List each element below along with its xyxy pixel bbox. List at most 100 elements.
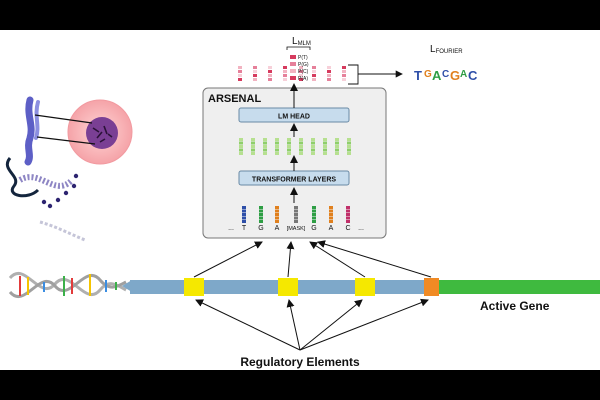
output-prob-cell-3-3: [283, 78, 287, 81]
token-cell-2-0: [259, 206, 263, 209]
token-cell-3-3: [275, 216, 279, 220]
diagram-svg: Active Gene Regulatory Elements ARSENAL: [6, 36, 600, 369]
token-cell-4-1: [294, 209, 298, 213]
token-label-0: ...: [228, 225, 234, 232]
embedding-cell-9-2: [347, 145, 351, 148]
embedding-cell-1-4: [251, 152, 255, 155]
embedding-cell-1-0: [251, 138, 255, 141]
embedding-cell-8-0: [335, 138, 339, 141]
output-prob-cell-0-1: [238, 70, 242, 73]
logo-letter-4: G: [450, 68, 460, 83]
token-cell-5-4: [312, 220, 316, 223]
logo-letter-6: C: [468, 68, 478, 83]
embedding-cell-5-2: [299, 145, 303, 148]
token-label-6: A: [329, 225, 334, 232]
token-cell-6-3: [329, 216, 333, 220]
embedding-cell-4-2: [287, 145, 291, 148]
embedding-cell-6-3: [311, 148, 315, 152]
token-cell-1-1: [242, 209, 246, 213]
output-prob-cell-1-2: [253, 74, 257, 77]
probability-legend: LMLM P(T) P(G) P(C) P(A): [286, 36, 311, 82]
output-prob-cell-7-1: [342, 70, 346, 73]
fourier-bracket: [348, 64, 403, 85]
embedding-cell-9-0: [347, 138, 351, 141]
prob-t: P(T): [298, 55, 308, 61]
dna-helix-illustration: [8, 271, 127, 299]
token-cell-5-2: [312, 213, 316, 216]
output-prob-cell-5-1: [312, 70, 316, 73]
embedding-cell-7-1: [323, 141, 327, 145]
embedding-cell-6-1: [311, 141, 315, 145]
embedding-cell-8-1: [335, 141, 339, 145]
token-cell-1-0: [242, 206, 246, 209]
logo-letter-2: A: [432, 68, 442, 83]
embedding-cell-2-0: [263, 138, 267, 141]
embedding-cell-9-3: [347, 148, 351, 152]
embedding-cell-6-4: [311, 152, 315, 155]
active-gene-label: Active Gene: [480, 299, 550, 313]
embedding-cell-0-1: [239, 141, 243, 145]
output-prob-cell-3-1: [283, 70, 287, 73]
token-cell-3-0: [275, 206, 279, 209]
logo-letter-5: A: [460, 69, 467, 80]
embedding-cell-4-0: [287, 138, 291, 141]
output-prob-cell-3-0: [283, 66, 287, 69]
token-cell-5-0: [312, 206, 316, 209]
output-prob-cell-4-2: [299, 74, 303, 77]
output-prob-cell-6-2: [327, 74, 331, 77]
embedding-columns: [239, 138, 351, 155]
transformer-label: TRANSFORMER LAYERS: [252, 177, 336, 184]
regulatory-elements-label: Regulatory Elements: [240, 355, 360, 369]
embedding-cell-6-0: [311, 138, 315, 141]
embedding-cell-2-3: [263, 148, 267, 152]
output-prob-cell-5-0: [312, 66, 316, 69]
embedding-cell-8-2: [335, 145, 339, 148]
token-cell-6-0: [329, 206, 333, 209]
embedding-cell-4-1: [287, 141, 291, 145]
token-cell-2-2: [259, 213, 263, 216]
token-cell-5-3: [312, 216, 316, 220]
mlm-loss-label: LMLM: [292, 36, 311, 47]
logo-letter-1: G: [424, 69, 432, 80]
token-cell-4-3: [294, 216, 298, 220]
output-prob-cell-4-1: [299, 70, 303, 73]
embedding-cell-2-2: [263, 145, 267, 148]
prob-g: P(G): [298, 62, 309, 68]
output-prob-cell-3-2: [283, 74, 287, 77]
token-cell-1-2: [242, 213, 246, 216]
output-prob-cell-0-0: [238, 66, 242, 69]
embedding-cell-4-3: [287, 148, 291, 152]
diagram-canvas: Active Gene Regulatory Elements ARSENAL: [0, 30, 600, 370]
token-label-1: T: [242, 225, 247, 232]
embedding-cell-3-4: [275, 152, 279, 155]
token-cell-7-0: [346, 206, 350, 209]
chromosome-illustration: [24, 96, 96, 166]
token-cell-3-2: [275, 213, 279, 216]
token-cell-4-0: [294, 206, 298, 209]
lm-head-label: LM HEAD: [278, 114, 310, 121]
cell-illustration: [67, 99, 133, 165]
embedding-cell-7-4: [323, 152, 327, 155]
embedding-cell-0-0: [239, 138, 243, 141]
output-prob-cell-6-3: [327, 78, 331, 81]
regulatory-element-4: [424, 278, 439, 296]
embedding-cell-7-3: [323, 148, 327, 152]
output-prob-cell-0-3: [238, 78, 242, 81]
letterbox-top: [0, 0, 600, 30]
embedding-cell-6-2: [311, 145, 315, 148]
embedding-cell-3-0: [275, 138, 279, 141]
output-prob-cell-1-1: [253, 70, 257, 73]
output-prob-cell-7-0: [342, 66, 346, 69]
output-prob-cell-6-0: [327, 66, 331, 69]
embedding-cell-2-4: [263, 152, 267, 155]
output-prob-cell-6-1: [327, 70, 331, 73]
token-label-7: C: [345, 225, 350, 232]
token-cell-6-2: [329, 213, 333, 216]
token-label-3: A: [275, 225, 280, 232]
embedding-cell-1-2: [251, 145, 255, 148]
output-prob-cell-7-2: [342, 74, 346, 77]
output-prob-cell-2-1: [268, 70, 272, 73]
token-cell-2-1: [259, 209, 263, 213]
embedding-cell-9-1: [347, 141, 351, 145]
